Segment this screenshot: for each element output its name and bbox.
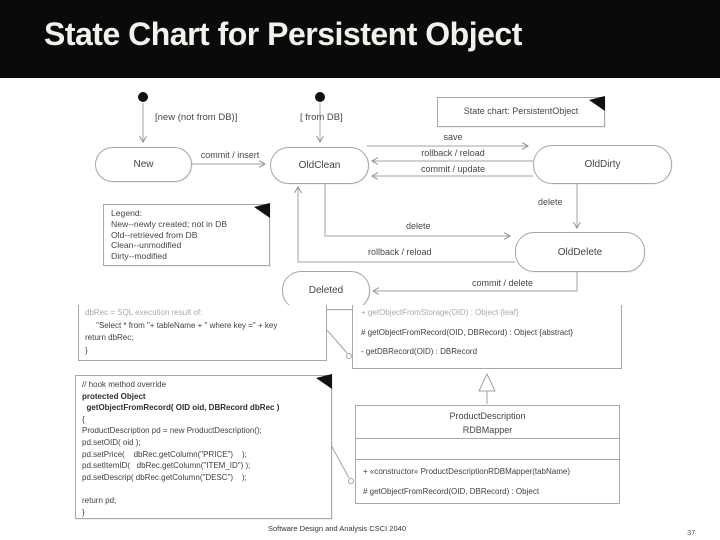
note-connector-line bbox=[330, 444, 350, 479]
initial-state-icon bbox=[138, 92, 148, 102]
class-attributes-empty bbox=[356, 439, 619, 460]
state-label: OldDirty bbox=[584, 159, 621, 170]
state-label: Deleted bbox=[308, 285, 344, 296]
code-line: } bbox=[82, 507, 85, 517]
note-connector-dot-icon bbox=[348, 478, 354, 484]
state-new: New bbox=[95, 147, 192, 182]
transition-label-rollback-reload-top: rollback / reload bbox=[421, 148, 485, 158]
state-deleted: Deleted bbox=[282, 271, 370, 310]
state-olddelete: OldDelete bbox=[515, 232, 645, 272]
page-title: State Chart for Persistent Object bbox=[44, 16, 522, 52]
class-method: # getObjectFromRecord(OID, DBRecord) : O… bbox=[361, 328, 574, 337]
class-name: ProductDescription RDBMapper bbox=[356, 406, 619, 439]
code-line: "Select * from "+ tableName + " where ke… bbox=[85, 320, 278, 330]
generalization-triangle-icon bbox=[478, 372, 496, 392]
legend-line: Clean--unmodified bbox=[111, 240, 182, 251]
note-fold-icon bbox=[316, 374, 332, 389]
transition-line-delete-from-clean bbox=[324, 183, 510, 236]
note-connector-dot-icon bbox=[346, 353, 352, 359]
diagram-lines bbox=[138, 92, 720, 484]
code-line: ProductDescription pd = new ProductDescr… bbox=[82, 426, 262, 436]
transition-label-init-new: [new (not from DB)] bbox=[155, 112, 238, 123]
code-line: pd.setPrice( dbRec.getColumn("PRICE") ); bbox=[82, 449, 247, 459]
legend-line: Dirty--modified bbox=[111, 251, 167, 262]
code-line: pd.setItemID( dbRec.getColumn("ITEM_ID")… bbox=[82, 461, 251, 471]
code-line bbox=[76, 483, 331, 495]
code-line: protected Object bbox=[82, 391, 146, 401]
transition-line-commit-delete bbox=[373, 271, 578, 291]
class-method: - getDBRecord(OID) : DBRecord bbox=[361, 347, 478, 356]
statechart-note-title: State chart: PersistentObject bbox=[463, 106, 579, 116]
transition-label-commit-delete: commit / delete bbox=[472, 278, 534, 288]
class-name-line: ProductDescription bbox=[449, 411, 526, 421]
legend-line: Legend: bbox=[111, 208, 143, 218]
state-label: New bbox=[133, 159, 154, 170]
code-line: { bbox=[82, 414, 85, 424]
note-fold-icon bbox=[589, 96, 605, 111]
class-methods: + «constructor» ProductDescriptionRDBMap… bbox=[356, 460, 619, 496]
code-line: pd.setOID( oid ); bbox=[82, 437, 141, 447]
state-oldclean: OldClean bbox=[270, 147, 369, 184]
diagram-canvas: New OldClean OldDirty OldDelete Deleted … bbox=[0, 78, 720, 519]
note-fold-icon bbox=[254, 203, 270, 218]
class-method: # getObjectFromRecord(OID, DBRecord) : O… bbox=[363, 487, 540, 496]
sql-note: dbRec = SQL execution result of: "Select… bbox=[78, 305, 327, 361]
transition-label-commit-insert: commit / insert bbox=[200, 150, 260, 160]
state-label: OldClean bbox=[298, 160, 341, 171]
page-number: 37 bbox=[687, 528, 696, 537]
class-method: + «constructor» ProductDescriptionRDBMap… bbox=[363, 467, 570, 476]
code-line: return dbRec; bbox=[85, 333, 134, 342]
transition-label-rollback-reload-bottom: rollback / reload bbox=[368, 247, 432, 257]
code-line: } bbox=[85, 345, 88, 355]
class-method: + getObjectFromStorage(OID) : Object {le… bbox=[361, 308, 519, 317]
footer-text: Software Design and Analysis CSCI 2040 bbox=[268, 524, 406, 533]
code-line: // hook method override bbox=[82, 380, 167, 389]
transition-label-delete-from-dirty: delete bbox=[538, 197, 563, 207]
title-bar: State Chart for Persistent Object bbox=[0, 0, 720, 78]
productdescription-rdbmapper-class-box: ProductDescription RDBMapper + «construc… bbox=[355, 405, 620, 504]
transition-line-rollback-reload-bottom bbox=[298, 187, 515, 263]
code-line: getObjectFromRecord( OID oid, DBRecord d… bbox=[82, 403, 280, 413]
legend-line: Old--retrieved from DB bbox=[111, 229, 198, 240]
state-olddirty: OldDirty bbox=[533, 145, 672, 184]
state-label: OldDelete bbox=[557, 246, 603, 258]
hook-method-note: // hook method override protected Object… bbox=[75, 374, 332, 519]
initial-state-icon bbox=[315, 92, 325, 102]
note-connector-line bbox=[326, 329, 348, 354]
transition-label-init-oldclean: [ from DB] bbox=[300, 112, 343, 123]
code-line: return pd; bbox=[82, 495, 117, 505]
statechart-note: State chart: PersistentObject bbox=[437, 96, 605, 127]
class-name-line: RDBMapper bbox=[462, 425, 513, 435]
transition-label-save: save bbox=[443, 132, 463, 142]
code-line: pd.setDescrip( dbRec.getColumn("DESC") )… bbox=[82, 472, 247, 482]
transition-label-commit-update: commit / update bbox=[420, 164, 486, 174]
rdbmapper-class-box: + getObjectFromStorage(OID) : Object {le… bbox=[352, 305, 622, 369]
transition-label-delete-from-clean: delete bbox=[406, 221, 431, 231]
legend-note: Legend: New--newly created; not in DB Ol… bbox=[103, 203, 270, 266]
code-line: dbRec = SQL execution result of: bbox=[85, 308, 203, 317]
legend-line: New--newly created; not in DB bbox=[111, 218, 228, 229]
